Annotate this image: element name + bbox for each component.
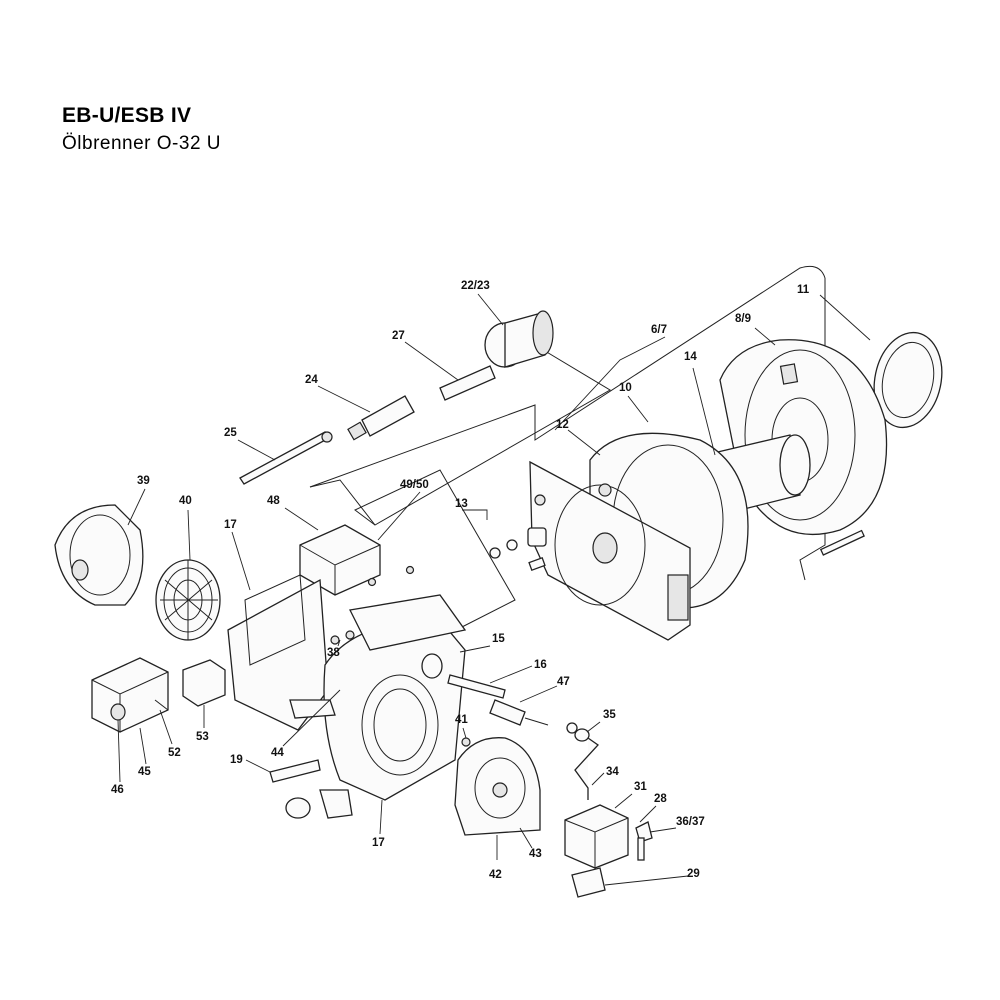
bolt-flange <box>819 529 865 556</box>
ignition-shaft-25 <box>239 431 333 485</box>
fixing-pin-19 <box>269 759 321 783</box>
label-part-43: 43 <box>529 848 542 860</box>
group-bracket-top <box>309 265 826 488</box>
burner-housing-17 <box>227 574 467 801</box>
ignition-electrode-16 <box>447 674 506 699</box>
label-part-11: 11 <box>797 284 810 296</box>
relay-53 <box>182 659 226 707</box>
nozzle-tube-27 <box>439 365 496 401</box>
label-part-14: 14 <box>684 351 697 363</box>
label-part-17-lower: 17 <box>372 837 385 849</box>
label-part-19: 19 <box>230 754 243 766</box>
mixing-head-22-23 <box>484 310 554 368</box>
oil-pump-31 <box>564 804 629 869</box>
ignition-cable-47 <box>489 699 549 726</box>
clip-parts <box>285 789 353 819</box>
solenoid-coil-29 <box>571 867 606 898</box>
flange-gasket-12 <box>529 460 691 641</box>
ignition-transformer-45 <box>91 657 169 733</box>
leader-lines <box>117 293 871 886</box>
label-part-52: 52 <box>168 747 181 759</box>
fan-wheel-40 <box>155 559 221 641</box>
label-part-22-23: 22/23 <box>461 280 490 292</box>
screws-49-50 <box>367 565 415 587</box>
label-part-42: 42 <box>489 869 502 881</box>
sealing-ring-11 <box>873 331 943 429</box>
label-part-24: 24 <box>305 374 318 386</box>
diagram-subtitle: Ölbrenner O-32 U <box>62 133 222 154</box>
label-part-25: 25 <box>224 427 237 439</box>
group-bracket-mid <box>354 469 516 629</box>
label-part-15: 15 <box>492 633 505 645</box>
label-part-27: 27 <box>392 330 405 342</box>
label-part-35: 35 <box>603 709 616 721</box>
label-part-45: 45 <box>138 766 151 778</box>
label-part-39: 39 <box>137 475 150 487</box>
label-part-38: 38 <box>327 647 340 659</box>
label-part-44: 44 <box>271 747 284 759</box>
label-part-13: 13 <box>455 498 468 510</box>
pump-cover-42 <box>454 737 541 836</box>
cover-plate-44 <box>289 699 336 719</box>
air-intake-cover-39 <box>54 504 144 606</box>
label-part-53: 53 <box>196 731 209 743</box>
photocell-15 <box>421 653 443 679</box>
label-part-29: 29 <box>687 868 700 880</box>
label-part-48: 48 <box>267 495 280 507</box>
knob-46 <box>110 703 126 721</box>
diagram-title: EB-U/ESB IV <box>62 104 192 127</box>
oil-line-34 <box>574 737 599 800</box>
label-part-31: 31 <box>634 781 647 793</box>
label-part-41: 41 <box>455 714 468 726</box>
label-part-40: 40 <box>179 495 192 507</box>
screw-41 <box>461 737 471 747</box>
label-part-12: 12 <box>556 419 569 431</box>
label-part-17-upper: 17 <box>224 519 237 531</box>
label-part-46: 46 <box>111 784 124 796</box>
label-part-6-7: 6/7 <box>651 324 667 336</box>
fitting-35 <box>566 722 590 742</box>
bracket-52 <box>154 699 169 711</box>
oil-hoses-36-37 <box>637 837 645 861</box>
fittings-13 <box>489 527 547 571</box>
oil-nozzle-24 <box>347 395 415 441</box>
label-part-49-50: 49/50 <box>400 479 429 491</box>
label-part-36-37: 36/37 <box>676 816 705 828</box>
label-part-28: 28 <box>654 793 667 805</box>
label-part-10: 10 <box>619 382 632 394</box>
hose-connector-28 <box>635 821 653 843</box>
label-part-47: 47 <box>557 676 570 688</box>
screws-38 <box>330 630 355 645</box>
label-part-34: 34 <box>606 766 619 778</box>
label-part-8-9: 8/9 <box>735 313 751 325</box>
label-part-16: 16 <box>534 659 547 671</box>
